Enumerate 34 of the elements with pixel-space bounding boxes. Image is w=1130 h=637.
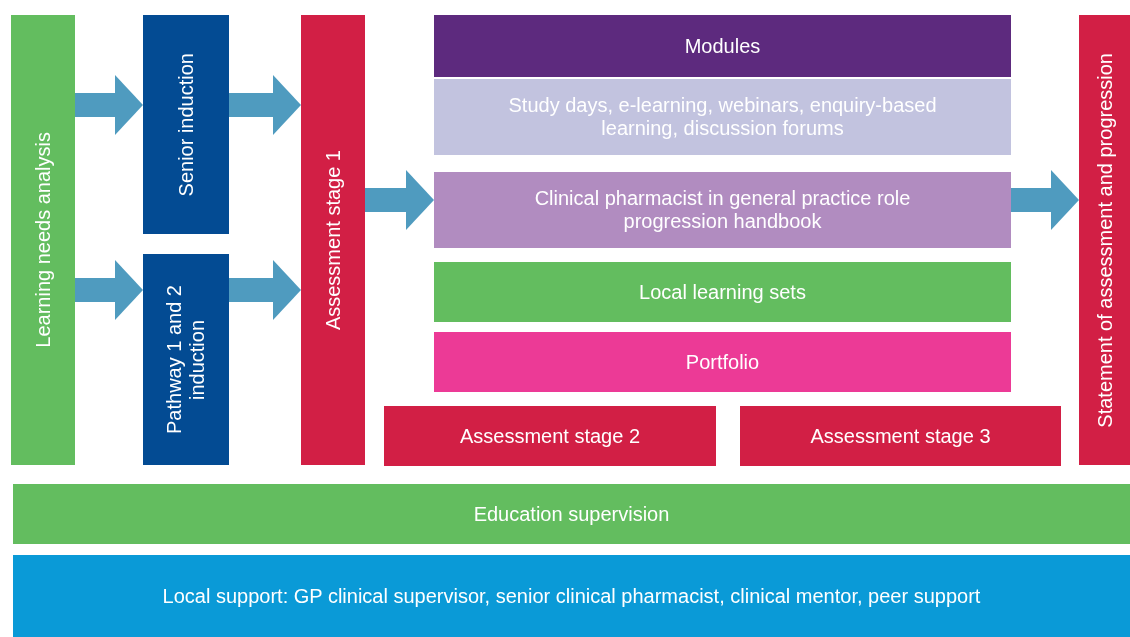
supervision-band xyxy=(13,484,1130,544)
block-arrow xyxy=(365,170,434,230)
learning-sets-box xyxy=(434,262,1011,322)
supervision-label: Education supervision xyxy=(473,502,670,526)
portfolio-label: Portfolio xyxy=(685,350,760,374)
handbook-label: Clinical pharmacist in general practice role progression handbook xyxy=(533,187,912,233)
statement-bar xyxy=(1079,15,1130,465)
induction-label: Pathway 1 and 2 induction xyxy=(163,284,209,436)
portfolio-box xyxy=(434,332,1011,392)
induction-box xyxy=(143,15,229,234)
activities-label: Study days, e-learning, webinars, enquiry-based learning, discussion forums xyxy=(507,94,938,140)
support-label: Local support: GP clinical supervisor, senior clinical pharmacist, clinical mentor, peer support xyxy=(162,584,981,608)
support-band xyxy=(13,555,1130,637)
assessment-box xyxy=(384,406,716,466)
handbook-box xyxy=(434,172,1011,248)
block-arrow xyxy=(229,260,301,320)
assessment-box xyxy=(740,406,1061,466)
assessment-label: Assessment stage 2 xyxy=(459,424,641,448)
modules-label: Modules xyxy=(684,34,761,58)
statement-label: Statement of assessment and progression xyxy=(1093,52,1117,428)
modules-banner xyxy=(434,15,1011,77)
induction-box xyxy=(143,254,229,465)
learning-sets-label: Local learning sets xyxy=(639,280,806,304)
block-arrow xyxy=(75,260,143,320)
assessment-label: Assessment stage 1 xyxy=(321,149,345,331)
activities-box xyxy=(434,79,1011,155)
induction-label: Senior induction xyxy=(174,52,198,197)
analysis-bar xyxy=(11,15,75,465)
block-arrow xyxy=(75,75,143,135)
assessment-bar xyxy=(301,15,365,465)
assessment-label: Assessment stage 3 xyxy=(810,424,991,448)
block-arrow xyxy=(229,75,301,135)
analysis-label: Learning needs analysis xyxy=(31,132,55,348)
block-arrow xyxy=(1011,170,1079,230)
